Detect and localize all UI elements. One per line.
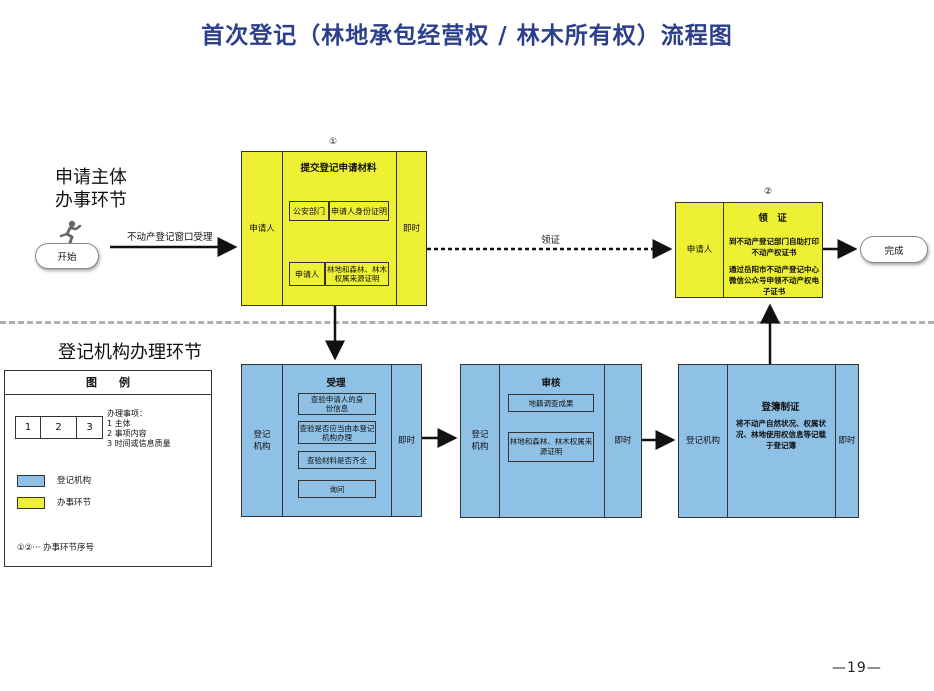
step1-row1-item: 申请人身份证明	[329, 201, 389, 221]
step2-desc-electronic: 通过岳阳市不动产登记中心微信公众号申领不动产权电子证书	[729, 265, 819, 296]
applicant-section-line-2: 办事环节	[55, 190, 127, 211]
accept-item-jurisdiction: 查验是否应当由本登记机构办理	[298, 421, 376, 444]
step2-collect-box: 申请人 领 证 到不动产登记部门自助打印不动产权证书 通过岳阳市不动产登记中心微…	[675, 202, 823, 298]
running-person-icon	[56, 219, 86, 245]
legend-notes: 办理事项： 1 主体 2 事项内容 3 时间或信息质量	[107, 409, 171, 449]
register-title: 登簿制证	[761, 402, 800, 413]
register-time: 即时	[838, 436, 856, 446]
legend-note-2: 2 事项内容	[107, 429, 147, 438]
legend-cell-2: 2	[41, 417, 77, 438]
step2-left-divider	[723, 203, 724, 297]
step1-row1-dept: 公安部门	[289, 201, 329, 221]
accept-time: 即时	[397, 435, 415, 446]
section-divider	[0, 321, 934, 324]
end-node: 完成	[860, 236, 928, 263]
step1-row2-item: 林地和森林、林木权属来源证明	[325, 262, 389, 286]
review-right-divider	[604, 365, 605, 517]
register-left-divider	[727, 365, 728, 517]
review-title: 审核	[541, 378, 561, 389]
accept-box: 登记机构 即时 受理 查验申请人的身份信息 查验是否应当由本登记机构办理 查验材…	[241, 364, 422, 517]
page-title: 首次登记（林地承包经营权 / 林木所有权）流程图	[201, 22, 733, 49]
step1-left-divider	[282, 152, 283, 305]
step1-title: 提交登记申请材料	[300, 163, 377, 174]
applicant-section-label: 申请主体 办事环节	[55, 166, 127, 212]
review-item-survey: 地籍调查成果	[508, 394, 594, 412]
step2-actor: 申请人	[686, 245, 713, 255]
step2-desc-print: 到不动产登记部门自助打印不动产权证书	[729, 237, 819, 257]
start-node: 开始	[35, 243, 99, 269]
review-actor: 登记机构	[471, 430, 489, 452]
legend-note-heading: 办理事项：	[107, 409, 147, 418]
legend-label-agency: 登记机构	[57, 476, 92, 486]
legend-cell-1: 1	[16, 417, 41, 438]
accept-item-completeness: 查验材料是否齐全	[298, 451, 376, 469]
accept-left-divider	[282, 365, 283, 516]
step2-title: 领 证	[758, 213, 787, 224]
step1-right-divider	[396, 152, 397, 305]
edge-label-window-accept: 不动产登记窗口受理	[127, 232, 213, 243]
accept-item-inquiry: 询问	[298, 480, 376, 498]
accept-title: 受理	[326, 378, 346, 389]
register-desc: 将不动产自然状况、权属状况、林地使用权信息等记载于登记簿	[736, 419, 826, 450]
edge-label-collect: 领证	[541, 235, 561, 246]
accept-right-divider	[391, 365, 392, 516]
legend-note-3: 3 时间或信息质量	[107, 439, 171, 448]
step1-row2-dept: 申请人	[289, 262, 325, 286]
page-number: —19—	[832, 660, 882, 676]
legend-cell-3: 3	[86, 422, 93, 433]
applicant-section-line-1: 申请主体	[55, 167, 127, 188]
legend-sequence-note: ①②··· 办事环节序号	[17, 543, 95, 553]
review-item-ownership-proof: 林地和森林、林木权属来源证明	[508, 432, 594, 462]
accept-item-identity: 查验申请人的身份信息	[298, 393, 376, 415]
legend-title: 图 例	[5, 371, 211, 395]
legend-label-step: 办事环节	[57, 498, 92, 508]
register-actor: 登记机构	[685, 436, 720, 446]
step1-sequence: ①	[328, 137, 338, 147]
step1-actor: 申请人	[249, 223, 275, 234]
legend-cells: 1 2 3	[15, 416, 103, 439]
step1-submit-box: 申请人 即时 提交登记申请材料 公安部门 申请人身份证明 申请人 林地和森林、林…	[241, 151, 427, 306]
review-time: 即时	[614, 436, 632, 446]
step2-sequence: ②	[763, 187, 773, 197]
legend-swatch-agency	[17, 475, 45, 487]
review-left-divider	[499, 365, 500, 517]
review-box: 登记机构 即时 审核 地籍调查成果 林地和森林、林木权属来源证明	[460, 364, 642, 518]
legend-swatch-step	[17, 497, 45, 509]
legend-note-1: 1 主体	[107, 419, 131, 428]
step1-time: 即时	[402, 223, 420, 234]
register-right-divider	[835, 365, 836, 517]
legend: 图 例 1 2 3 办理事项： 1 主体 2 事项内容 3 时间或信息质量 登记…	[4, 370, 212, 567]
agency-section-label: 登记机构办理环节	[58, 342, 202, 363]
register-box: 登记机构 即时 登簿制证 将不动产自然状况、权属状况、林地使用权信息等记载于登记…	[678, 364, 859, 518]
accept-actor: 登记机构	[253, 429, 271, 452]
